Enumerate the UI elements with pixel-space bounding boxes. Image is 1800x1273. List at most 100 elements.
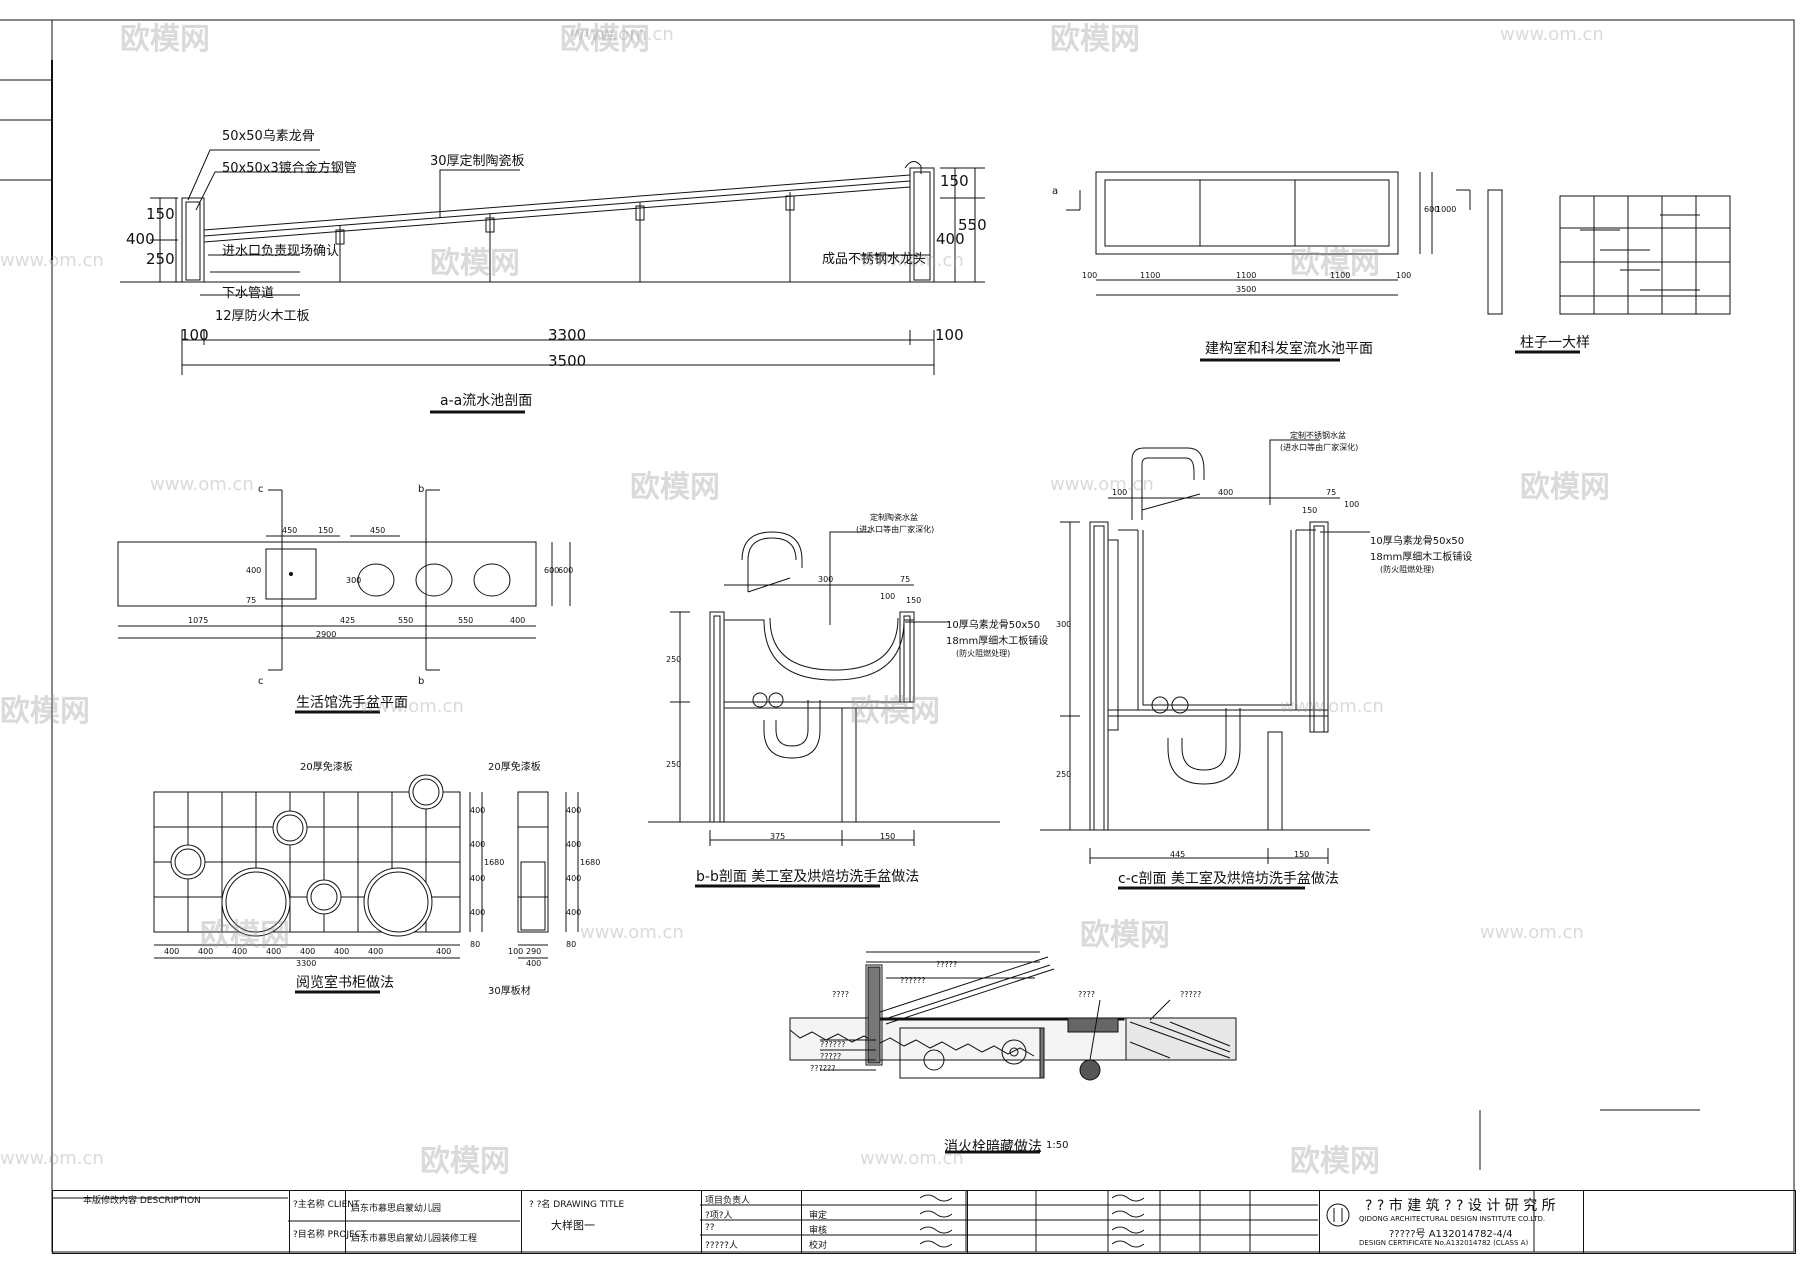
role-label: ?项?人: [705, 1211, 733, 1221]
dimension-label: 400: [470, 806, 486, 815]
dimension-label: 100: [1112, 488, 1128, 497]
section-mark: a: [1052, 186, 1059, 197]
section-bb-note: (防火阻燃处理): [956, 649, 1011, 658]
dimension-label: 3500: [1236, 285, 1257, 294]
section-aa-note: 50x50乌素龙骨: [222, 129, 315, 144]
company-name: ? ? 市 建 筑 ? ? 设 计 研 究 所: [1365, 1198, 1556, 1214]
company-name-en: QIDONG ARCHITECTURAL DESIGN INSTITUTE CO…: [1359, 1215, 1546, 1223]
hydrant-note: ????: [832, 990, 849, 999]
dimension-label: 100: [508, 947, 524, 956]
dimension-label: 80: [566, 940, 577, 949]
dimension-label: 1100: [1140, 271, 1161, 280]
section-bb-note: (进水口等由厂家深化): [856, 525, 935, 534]
dimension-label: 3500: [548, 352, 587, 370]
dimension-label: 400: [526, 959, 542, 968]
dimension-label: 400: [1218, 488, 1234, 497]
title-block: 本版修改内容 DESCRIPTION ?主名称 CLIENT ?目名称 PROJ…: [52, 1190, 1796, 1254]
client-label-cell: ?主名称 CLIENT ?目名称 PROJECT: [289, 1191, 367, 1253]
dimension-label: 150: [1294, 850, 1310, 859]
dimension-label: 75: [1326, 488, 1337, 497]
hydrant-note: ??????: [900, 976, 926, 985]
dimension-label: 75: [900, 575, 911, 584]
section-mark: c: [258, 676, 264, 687]
dimension-label: 445: [1170, 850, 1186, 859]
client-label: ?主名称 CLIENT: [293, 1200, 360, 1210]
section-aa-note: 30厚定制陶瓷板: [430, 154, 525, 169]
dimension-label: 450: [282, 526, 298, 535]
hydrant-note: ?????: [820, 1052, 842, 1061]
dimension-label: 400: [334, 947, 350, 956]
dimension-label: 1680: [484, 858, 505, 867]
section-bb-note: 定制陶瓷水盆: [870, 513, 918, 522]
section-bb-note: 18mm厚细木工板铺设: [946, 636, 1049, 647]
dimension-label: 150: [318, 526, 334, 535]
section-cc-note: (进水口等由厂家深化): [1280, 443, 1359, 452]
dimension-label: 375: [770, 832, 786, 841]
section-aa-note: 12厚防火木工板: [215, 309, 310, 324]
dimension-label: 1100: [1236, 271, 1257, 280]
dimension-label: 425: [340, 616, 356, 625]
hydrant-scale: 1:50: [1046, 1140, 1069, 1151]
dimension-label: 550: [958, 216, 987, 234]
dimension-label: 400: [936, 230, 965, 248]
roles-cell: 项目负责人 ?项?人 ?? ?????人: [701, 1191, 802, 1253]
dimension-label: 150: [1302, 506, 1318, 515]
section-bb-drawing: [648, 532, 1000, 846]
hydrant-note: ?????: [1180, 990, 1202, 999]
company-cell: ? ? 市 建 筑 ? ? 设 计 研 究 所 QIDONG ARCHITECT…: [1319, 1191, 1584, 1253]
dimension-label: 150: [906, 596, 922, 605]
role2-label: 审核: [809, 1226, 828, 1236]
bookcase-drawing: [154, 775, 578, 958]
hydrant-note: ??????: [820, 1040, 846, 1049]
section-cc-note: 18mm厚细木工板铺设: [1370, 552, 1473, 563]
basin-plan-drawing: [118, 490, 570, 670]
dimension-label: 80: [470, 940, 481, 949]
section-aa-note: 50x50x3镀合金方钢管: [222, 161, 357, 176]
dimension-label: 550: [398, 616, 414, 625]
dimension-label: 550: [458, 616, 474, 625]
dimension-label: 1000: [1436, 205, 1457, 214]
section-cc-drawing: [1040, 440, 1370, 864]
section-aa-note: 进水口负责现场确认: [222, 244, 340, 259]
certificate-en: DESIGN CERTIFICATE No.A132014782 (CLASS …: [1359, 1239, 1529, 1247]
section-mark: c: [258, 484, 264, 495]
dimension-label: 600: [558, 566, 574, 575]
dimension-label: 100: [180, 326, 209, 344]
role2-label: 校对: [809, 1241, 828, 1251]
dimension-label: 1075: [188, 616, 209, 625]
dimension-label: 400: [198, 947, 214, 956]
client-value-cell: 启东市慕思启蒙幼儿园 启东市慕思启蒙幼儿园装修工程: [345, 1191, 522, 1253]
plan-sink-title: 建构室和科发室流水池平面: [1205, 341, 1373, 357]
dimension-label: 400: [436, 947, 452, 956]
roles2-cell: 审定 审核 校对: [801, 1191, 968, 1253]
plan-sink-drawing: [1066, 172, 1730, 314]
dimension-label: 400: [510, 616, 526, 625]
dimension-label: 290: [526, 947, 542, 956]
bookcase-title: 阅览室书柜做法: [296, 975, 394, 991]
dimension-label: 300: [1056, 620, 1072, 629]
dimension-label: 2900: [316, 630, 337, 639]
client-value: 启东市慕思启蒙幼儿园: [351, 1204, 442, 1214]
certificate: ?????号 A132014782-4/4: [1389, 1229, 1513, 1240]
dimension-label: 150: [940, 172, 969, 190]
dimension-label: 400: [566, 908, 582, 917]
section-cc-note: 定制不锈钢水盆: [1290, 431, 1346, 440]
dimension-label: 100: [1082, 271, 1098, 280]
dimension-label: 400: [566, 806, 582, 815]
dimension-label: 400: [470, 908, 486, 917]
dimension-label: 400: [232, 947, 248, 956]
bookcase-note: 30厚板材: [488, 986, 531, 997]
section-bb-title: b-b剖面 美工室及烘焙坊洗手盆做法: [696, 869, 920, 885]
section-mark: b: [418, 484, 425, 495]
dimension-label: 300: [818, 575, 834, 584]
section-aa-title: a-a流水池剖面: [440, 393, 533, 409]
dimension-label: 400: [566, 840, 582, 849]
section-cc-title: c-c剖面 美工室及烘焙坊洗手盆做法: [1118, 871, 1339, 887]
dimension-label: 400: [368, 947, 384, 956]
dimension-label: 100: [1344, 500, 1360, 509]
dimension-label: 100: [935, 326, 964, 344]
basin-plan-title: 生活馆洗手盆平面: [296, 695, 408, 711]
dimension-label: 250: [1056, 770, 1072, 779]
drawing-title-cell: ? ?名 DRAWING TITLE 大样图一: [521, 1191, 702, 1253]
